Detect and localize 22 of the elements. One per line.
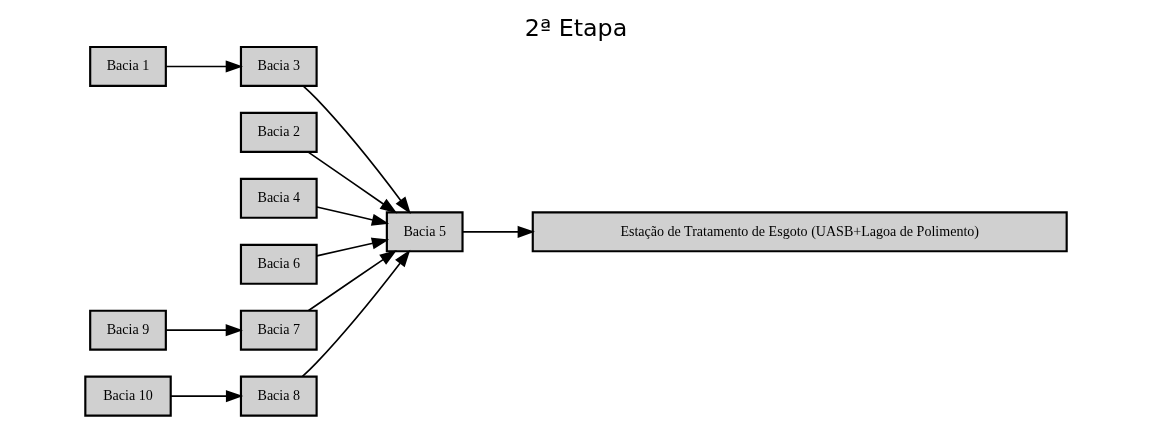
arrow bbox=[301, 249, 411, 378]
node-box: Bacia 5 bbox=[385, 211, 464, 253]
node-box: Bacia 9 bbox=[89, 309, 167, 351]
arrow bbox=[307, 151, 398, 214]
node-box: Bacia 1 bbox=[89, 45, 167, 87]
node-box: Bacia 6 bbox=[239, 243, 318, 285]
node-box: Bacia 7 bbox=[239, 309, 318, 351]
node-box: Bacia 8 bbox=[239, 375, 318, 417]
arrow bbox=[165, 324, 243, 337]
arrow bbox=[170, 390, 244, 403]
node-box: Bacia 2 bbox=[239, 111, 318, 153]
node-box: Bacia 10 bbox=[84, 375, 172, 417]
node-box: Bacia 4 bbox=[239, 177, 318, 219]
arrow bbox=[165, 60, 243, 73]
node-box: Bacia 3 bbox=[239, 45, 318, 87]
node-box: Estação de Tratamento de Esgoto (UASB+Lagoa de Polimento) bbox=[531, 211, 1068, 253]
arrow bbox=[316, 206, 390, 226]
arrow bbox=[461, 225, 535, 238]
arrow bbox=[307, 250, 397, 312]
diagram-title: 2ª Etapa bbox=[524, 13, 628, 42]
arrow bbox=[316, 237, 390, 257]
arrow bbox=[302, 85, 411, 214]
